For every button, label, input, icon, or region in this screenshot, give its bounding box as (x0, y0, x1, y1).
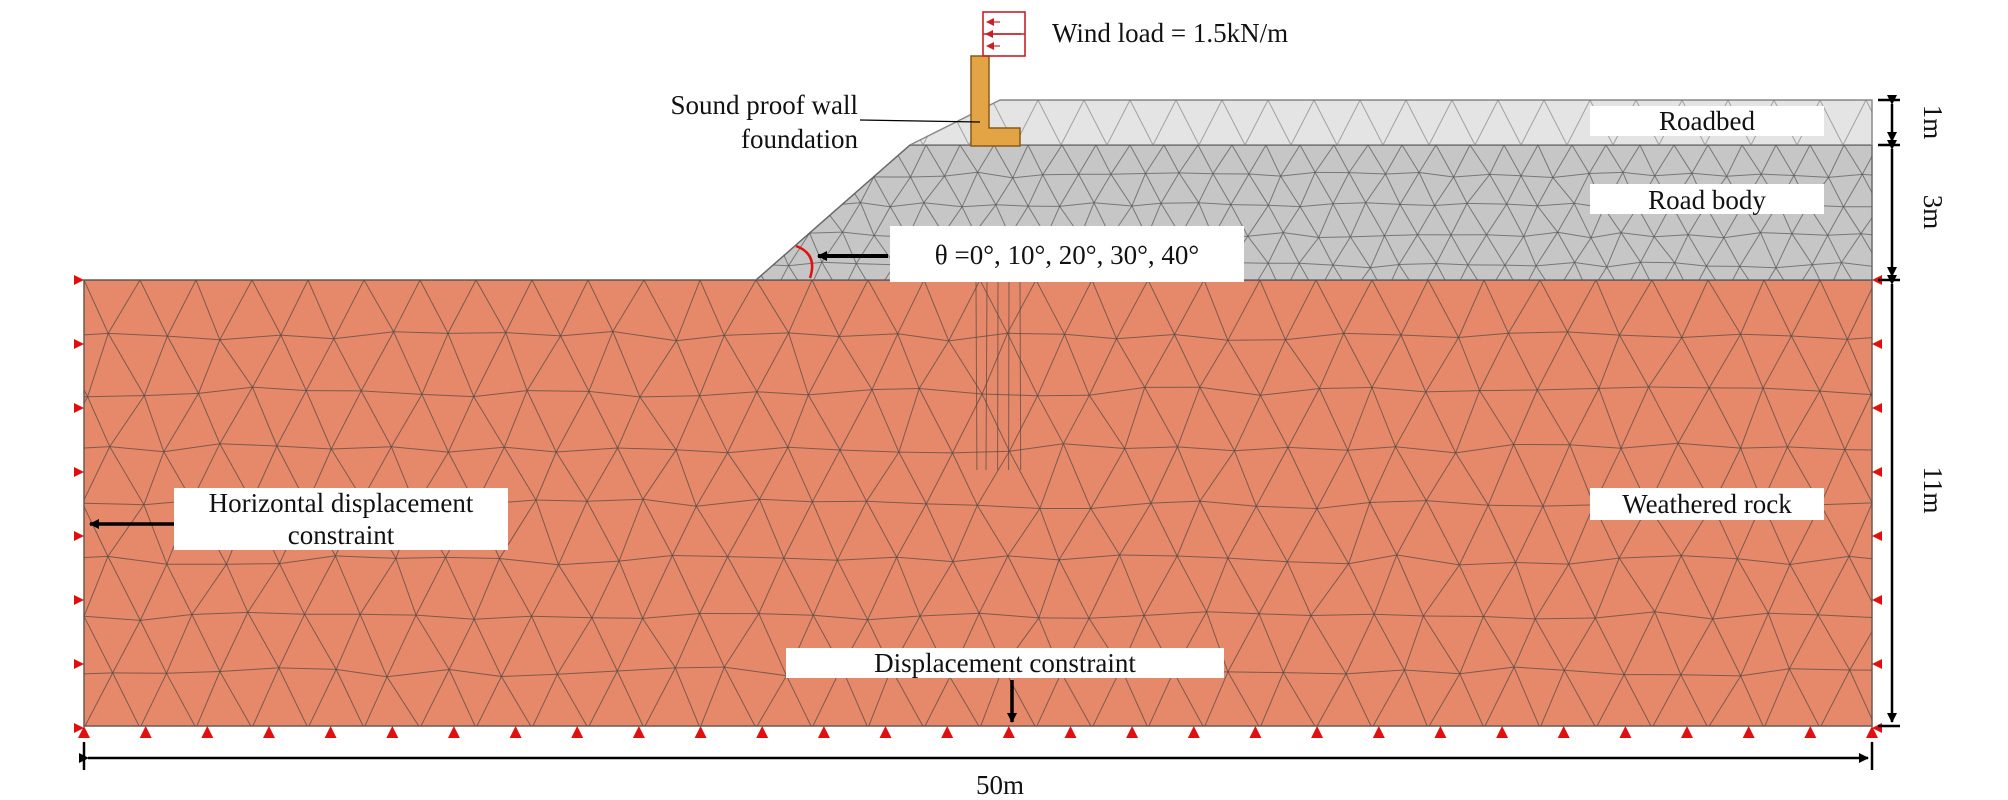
displacement-constraint-label: Displacement constraint (874, 648, 1136, 678)
pin-support (447, 726, 460, 738)
pin-support (1557, 726, 1570, 738)
dimension-bottom (79, 742, 1874, 770)
roller-support (74, 531, 84, 541)
pin-support (201, 726, 214, 738)
roller-support (74, 723, 84, 733)
bottom-pin-supports (78, 726, 1878, 738)
pin-support (386, 726, 399, 738)
dim-50m-label: 50m (976, 770, 1024, 800)
wall-label-line2: foundation (741, 124, 858, 154)
pin-support (263, 726, 275, 738)
wind-load-label: Wind load = 1.5kN/m (1052, 18, 1288, 48)
roller-support (74, 467, 84, 477)
dim-1m-label: 1m (1918, 105, 1948, 140)
side-roller-supports (74, 275, 1882, 733)
pin-support (1804, 726, 1817, 738)
roadbed-mesh (910, 100, 1872, 145)
road-body-label: Road body (1648, 185, 1766, 215)
pin-support (78, 726, 90, 738)
roadbed-label-box (1590, 106, 1824, 136)
pin-support (1064, 726, 1077, 738)
wind-load-symbol (982, 11, 1026, 57)
horiz-constraint-label-box (174, 488, 508, 550)
pin-support (1496, 726, 1509, 738)
roller-support (74, 659, 84, 669)
roller-support (74, 339, 84, 349)
slope-angle-arc (795, 244, 814, 279)
roller-support (1872, 595, 1882, 605)
theta-label: θ =0°, 10°, 20°, 30°, 40° (935, 240, 1199, 270)
pin-support (1619, 726, 1632, 738)
dim-11m-label: 11m (1918, 467, 1948, 514)
roller-support (74, 275, 84, 285)
roller-support (1872, 531, 1882, 541)
pin-support (509, 726, 522, 738)
pin-support (1866, 726, 1878, 738)
roller-support (1872, 275, 1882, 285)
theta-label-box (890, 226, 1244, 282)
pin-support (632, 726, 645, 738)
pin-support (694, 726, 707, 738)
pin-support (1126, 726, 1139, 738)
pin-support (817, 726, 830, 738)
pin-support (1742, 726, 1755, 738)
pin-support (1187, 726, 1200, 738)
roller-support (1872, 467, 1882, 477)
pin-support (1249, 726, 1262, 738)
pin-support (1434, 726, 1447, 738)
pin-support (324, 726, 337, 738)
weathered-rock-label-box (1590, 488, 1824, 520)
pin-support (941, 726, 954, 738)
displacement-label-box (786, 648, 1224, 678)
pin-support (1002, 726, 1015, 738)
weathered-rock-label: Weathered rock (1622, 489, 1792, 519)
road-body-label-box (1590, 184, 1824, 214)
wall-label-leader (859, 119, 981, 123)
pin-support (1681, 726, 1693, 738)
dimension-right (1878, 95, 1900, 728)
roller-support (1872, 659, 1882, 669)
pin-support (756, 726, 769, 738)
horiz-constraint-label-line2: constraint (288, 520, 395, 550)
wall-label-line1: Sound proof wall (671, 90, 858, 120)
roller-support (1872, 403, 1882, 413)
pin-support (879, 726, 892, 738)
dim-3m-label: 3m (1918, 195, 1948, 230)
roller-support (1872, 339, 1882, 349)
pin-support (1311, 726, 1324, 738)
roller-support (74, 595, 84, 605)
horiz-constraint-label-line1: Horizontal displacement (209, 488, 474, 518)
roller-support (74, 403, 84, 413)
pin-support (571, 726, 584, 738)
pin-support (139, 726, 152, 738)
roadbed-label: Roadbed (1659, 106, 1755, 136)
pin-support (1372, 726, 1385, 738)
